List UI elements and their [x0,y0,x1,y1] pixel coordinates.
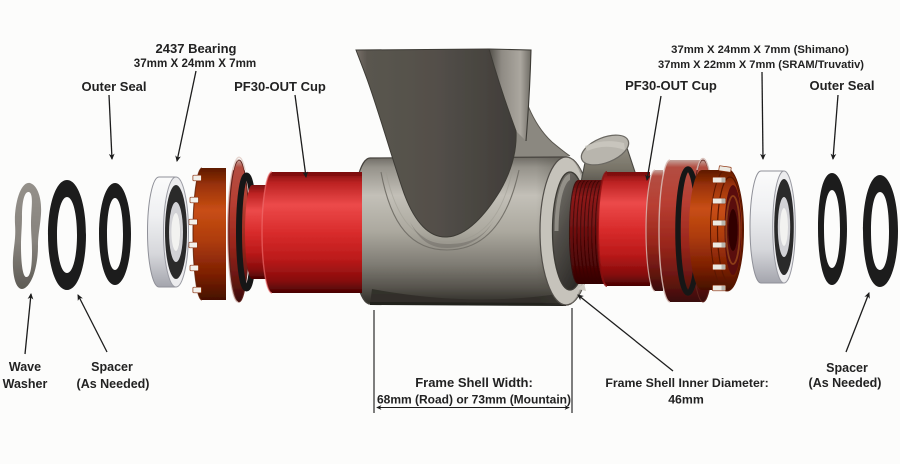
svg-text:Frame Shell Width:: Frame Shell Width: [415,375,533,390]
svg-text:PF30-OUT Cup: PF30-OUT Cup [234,79,326,94]
svg-text:46mm: 46mm [668,393,704,407]
svg-text:Outer Seal: Outer Seal [81,79,146,94]
svg-text:Wave: Wave [9,360,41,374]
svg-text:(As Needed): (As Needed) [77,377,150,391]
svg-text:37mm X 24mm X 7mm: 37mm X 24mm X 7mm [134,57,256,70]
svg-text:Washer: Washer [3,377,48,391]
svg-text:68mm (Road) or 73mm (Mountain): 68mm (Road) or 73mm (Mountain) [377,393,571,407]
svg-text:Spacer: Spacer [826,361,868,375]
svg-text:Outer Seal: Outer Seal [809,78,874,93]
svg-text:PF30-OUT Cup: PF30-OUT Cup [625,78,717,93]
svg-text:Frame Shell Inner Diameter:: Frame Shell Inner Diameter: [605,376,768,390]
svg-text:37mm X 22mm X 7mm (SRAM/Truvat: 37mm X 22mm X 7mm (SRAM/Truvativ) [658,59,864,71]
svg-text:(As Needed): (As Needed) [809,376,882,390]
svg-text:Spacer: Spacer [91,360,133,374]
svg-text:37mm X 24mm X 7mm (Shimano): 37mm X 24mm X 7mm (Shimano) [671,44,849,56]
svg-text:2437 Bearing: 2437 Bearing [156,41,237,56]
